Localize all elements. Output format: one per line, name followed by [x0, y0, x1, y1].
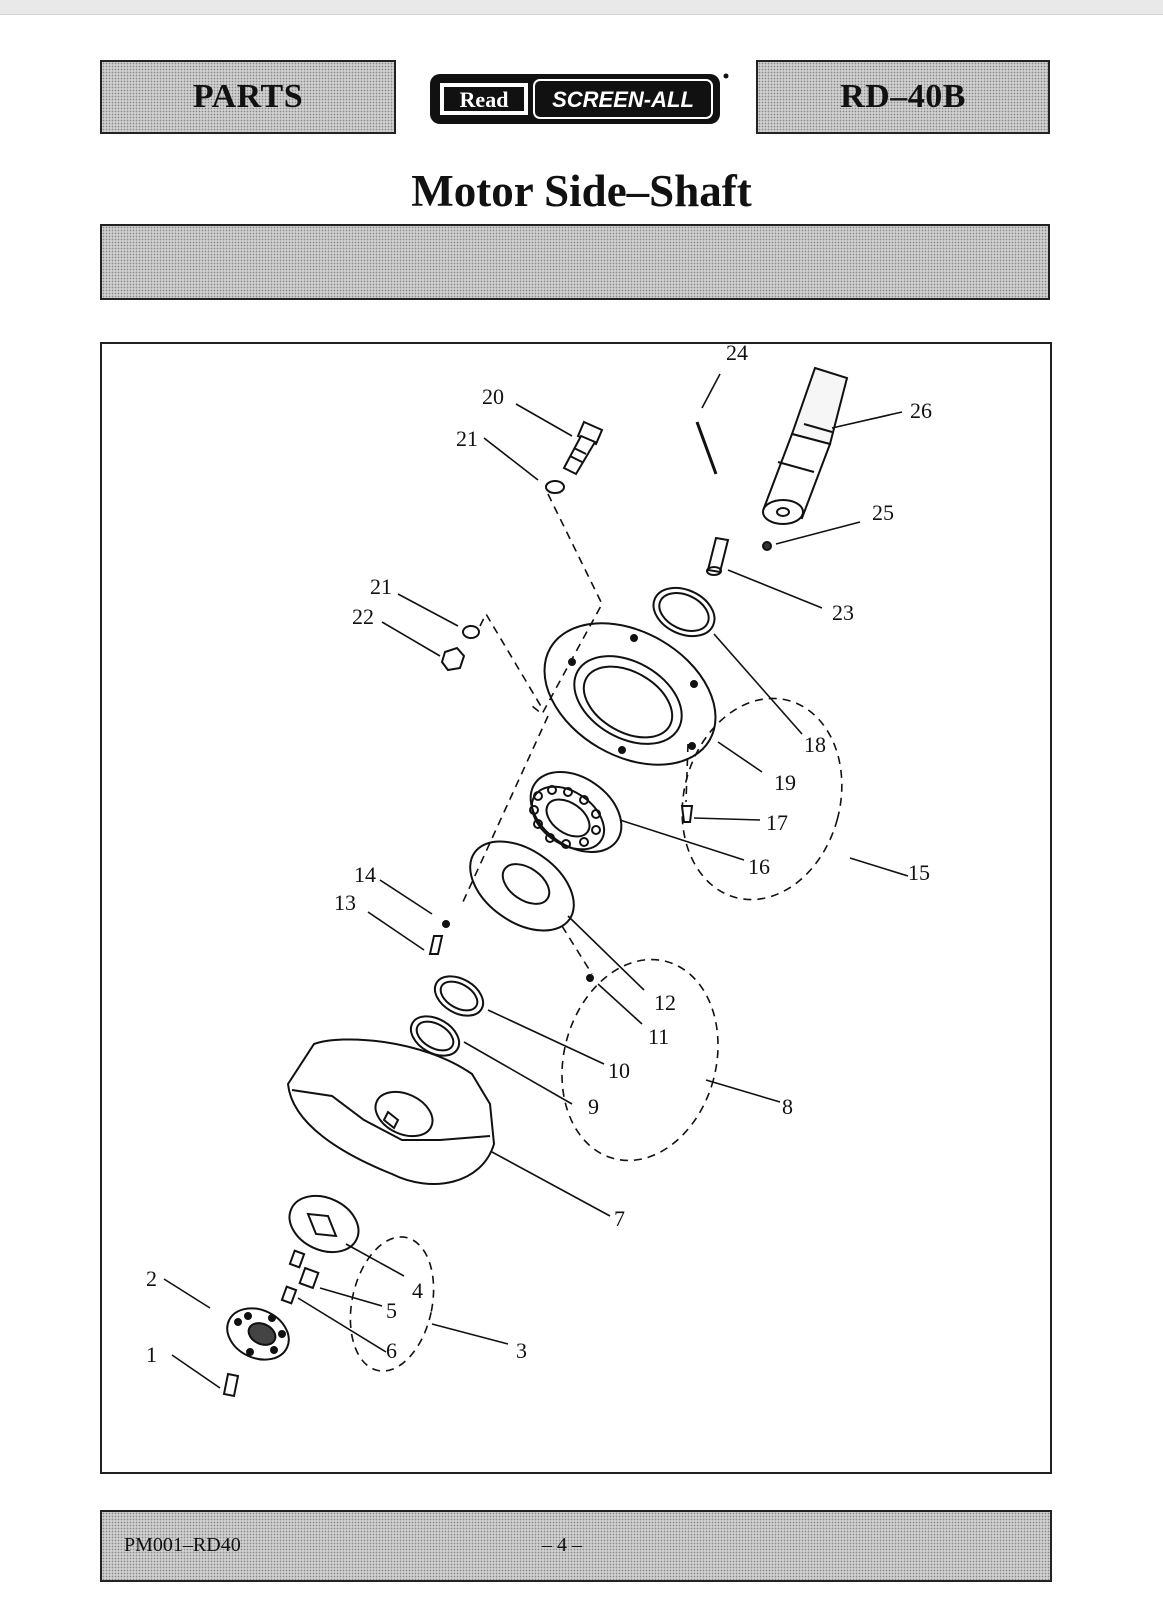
part-21-washer-upper: [545, 480, 565, 494]
callout-14: 14: [354, 862, 376, 887]
part-25-screw: [762, 541, 772, 551]
parts-drawing: [222, 366, 849, 1398]
callout-26: 26: [910, 398, 932, 423]
callout-18: 18: [804, 732, 826, 757]
callout-3: 3: [516, 1338, 527, 1363]
brand-left-text: Read: [460, 87, 509, 112]
part-21-washer-lower: [462, 625, 480, 639]
part-6-setscrew: [280, 1249, 306, 1305]
callout-5: 5: [386, 1298, 397, 1323]
callout-15: 15: [908, 860, 930, 885]
part-17-fitting: [680, 805, 694, 823]
title-banner: [100, 224, 1050, 300]
callout-10: 10: [608, 1058, 630, 1083]
exploded-view-diagram: 1 2 3 4 5 6 7 8 9 10 11 12 13 14 15 16 1…: [100, 342, 1052, 1474]
part-20-bolt: [562, 420, 604, 476]
callout-11: 11: [648, 1024, 669, 1049]
callout-19: 19: [774, 770, 796, 795]
page-title: Motor Side–Shaft: [411, 166, 752, 216]
section-label: PARTS: [192, 78, 304, 115]
part-13-screw: [428, 935, 444, 955]
part-14-lockwasher: [442, 920, 450, 928]
callout-12: 12: [654, 990, 676, 1015]
part-24-pin: [695, 421, 718, 475]
callout-2: 2: [146, 1266, 157, 1291]
part-22-nut: [440, 646, 466, 672]
part-10-seal: [433, 975, 485, 1017]
callout-6: 6: [386, 1338, 397, 1363]
callout-22: 22: [352, 604, 374, 629]
part-18-seal: [652, 586, 716, 638]
callout-8: 8: [782, 1094, 793, 1119]
callout-23: 23: [832, 600, 854, 625]
model-label: RD–40B: [840, 78, 966, 115]
part-12-cover: [469, 840, 575, 932]
part-11-screw: [586, 974, 594, 982]
part-1-setscrew: [222, 1372, 240, 1398]
part-4-coupling: [288, 1194, 360, 1254]
diagram-canvas: 1 2 3 4 5 6 7 8 9 10 11 12 13 14 15 16 1…: [146, 344, 932, 1398]
page-footer: PM001–RD40 – 4 –: [100, 1510, 1052, 1582]
callout-7: 7: [614, 1206, 625, 1231]
part-16-bearing: [529, 771, 623, 853]
part-26-motor-shaft: [762, 366, 849, 525]
callout-4: 4: [412, 1278, 423, 1303]
callout-24: 24: [726, 344, 748, 365]
callout-25: 25: [872, 500, 894, 525]
callout-13: 13: [334, 890, 356, 915]
callout-1: 1: [146, 1342, 157, 1367]
part-2-coupling: [226, 1307, 290, 1361]
section-label-box: PARTS: [100, 60, 396, 134]
page-number: – 4 –: [542, 1534, 582, 1556]
brand-logo: Read SCREEN-ALL: [430, 73, 729, 124]
brand-right-text: SCREEN-ALL: [552, 87, 694, 112]
part-5-key: [298, 1266, 320, 1290]
part-19-housing: [543, 622, 717, 766]
callout-21-lower: 21: [370, 574, 392, 599]
callout-21-upper: 21: [456, 426, 478, 451]
document-code: PM001–RD40: [124, 1534, 241, 1556]
callout-20: 20: [482, 384, 504, 409]
callout-labels: 1 2 3 4 5 6 7 8 9 10 11 12 13 14 15 16 1…: [146, 344, 932, 1367]
part-7-hub: [286, 1038, 496, 1185]
part-23-key: [706, 536, 730, 576]
callout-9: 9: [588, 1094, 599, 1119]
assembly-lines: [349, 493, 843, 1372]
callout-17: 17: [766, 810, 788, 835]
leader-lines: [163, 373, 909, 1389]
callout-16: 16: [748, 854, 770, 879]
viewer-top-bar: [0, 0, 1163, 15]
model-label-box: RD–40B: [756, 60, 1050, 134]
